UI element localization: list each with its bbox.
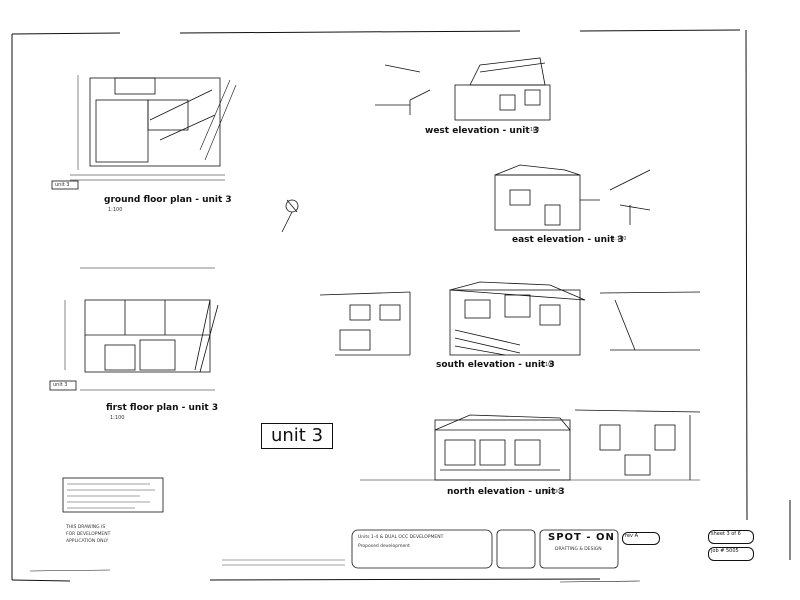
sheet-number-cell: sheet 3 of 6 (708, 530, 754, 544)
west-elevation-title: west elevation - unit 3 (425, 126, 540, 136)
south-elevation-title: south elevation - unit 3 (436, 360, 555, 370)
title-block-brand-frame (539, 529, 619, 569)
north-arrow (281, 199, 299, 233)
ground-floor-plan (51, 75, 237, 190)
north-elevation-title: north elevation - unit 3 (447, 487, 565, 497)
east-elevation-scale: 1:100 (612, 236, 627, 242)
job-number-cell: job # 5005 (708, 547, 754, 561)
ground-floor-title: ground floor plan - unit 3 (104, 195, 232, 205)
ground-floor-tag: unit 3 (55, 182, 70, 188)
north-elevation (360, 409, 701, 481)
brand-name: SPOT - ON (548, 532, 615, 543)
first-floor-plan (49, 267, 219, 391)
revision-cell: rev A (622, 532, 660, 545)
stamp-line-3: APPLICATION ONLY (66, 539, 109, 544)
first-floor-title: first floor plan - unit 3 (106, 403, 219, 413)
north-elevation-scale: 1:100 (546, 489, 561, 495)
west-elevation-scale: 1:100 (525, 127, 540, 133)
project-line-2: Proposed development (358, 544, 410, 549)
first-floor-scale: 1:100 (110, 415, 125, 421)
brand-subtitle: DRAFTING & DESIGN (555, 547, 602, 552)
west-elevation (375, 57, 551, 121)
unit-label: unit 3 (261, 423, 333, 449)
title-block-project-frame (351, 529, 493, 569)
east-elevation-title: east elevation - unit 3 (512, 235, 624, 245)
project-line-1: Units 1-4 & DUAL OCC DEVELOPMENT (358, 535, 444, 540)
first-floor-tag: unit 3 (53, 382, 68, 388)
notes-box (62, 477, 164, 513)
east-elevation (494, 164, 651, 231)
stamp-line-1: THIS DRAWING IS (66, 525, 106, 530)
south-elevation (319, 281, 701, 356)
south-elevation-scale: 1:100 (540, 362, 555, 368)
ground-floor-scale: 1:100 (108, 207, 123, 213)
title-block-logo-frame (496, 529, 536, 569)
stamp-line-2: FOR DEVELOPMENT (66, 532, 111, 537)
